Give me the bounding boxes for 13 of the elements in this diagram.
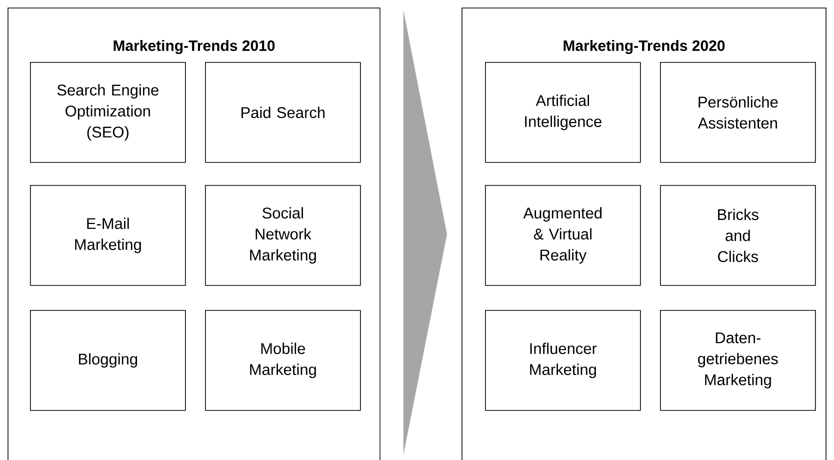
trend-box: Artificial Intelligence [485, 62, 641, 163]
trend-box: Daten-getriebenes Marketing [660, 310, 816, 411]
trend-box: Persönliche Assistenten [660, 62, 816, 163]
trend-box: Blogging [30, 310, 186, 411]
trend-box: Search Engine Optimization (SEO) [30, 62, 186, 163]
trend-box: Social Network Marketing [205, 185, 361, 286]
trend-box: Augmented & Virtual Reality [485, 185, 641, 286]
trend-box: Bricks and Clicks [660, 185, 816, 286]
chevron-arrow [403, 10, 447, 455]
trend-box: Paid Search [205, 62, 361, 163]
trend-box: E-Mail Marketing [30, 185, 186, 286]
trend-box: Mobile Marketing [205, 310, 361, 411]
trend-box: Influencer Marketing [485, 310, 641, 411]
